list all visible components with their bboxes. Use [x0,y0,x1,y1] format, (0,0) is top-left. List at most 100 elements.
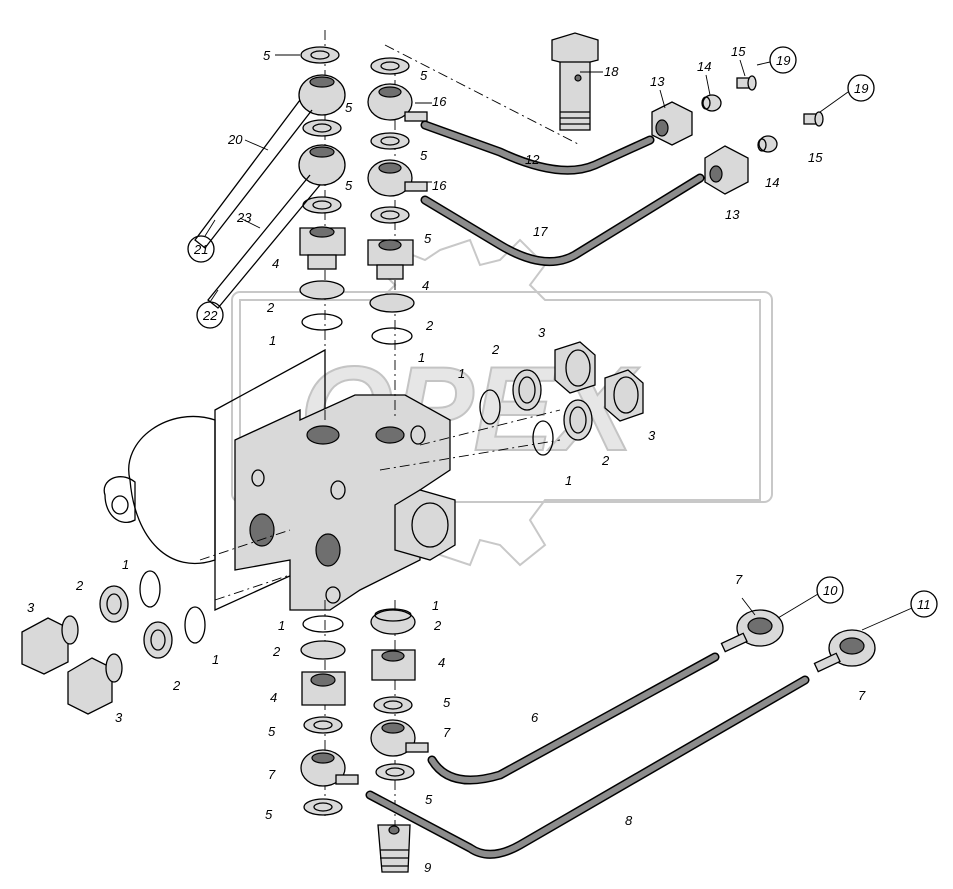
washer-2-r1 [512,369,542,411]
label-1: 1 [432,598,439,613]
label-7: 7 [268,767,276,782]
callout-21: 21 [187,235,215,263]
washer-2-rl [370,609,416,635]
banjo-fitting-mid [298,144,346,186]
label-15: 15 [808,150,823,165]
oring-1-r2 [532,420,554,456]
label-2: 2 [601,453,610,468]
washer-5d [370,57,410,75]
label-1: 1 [278,618,285,633]
label-8: 8 [625,813,633,828]
bolt-18 [551,32,599,131]
washer-2-ll [300,640,346,660]
oring-1-left-top [301,313,343,331]
label-5: 5 [268,724,276,739]
washer-5a [300,46,340,64]
label-4: 4 [438,655,445,670]
plug-3-r1 [554,341,596,394]
label-20: 20 [227,132,243,147]
nut-13-lower [704,145,749,195]
hose-6 [427,652,720,785]
label-6: 6 [531,710,539,725]
label-1: 1 [418,350,425,365]
hose-17 [420,173,705,267]
callout-19-lower: 19 [847,74,875,102]
oring-1-right-top [371,327,413,345]
hose-12 [420,120,655,175]
label-1: 1 [122,557,129,572]
label-2: 2 [425,318,434,333]
right-upper-column [367,57,428,345]
svg-text:21: 21 [193,242,208,257]
label-23: 23 [236,210,252,225]
label-13: 13 [725,207,740,222]
label-1: 1 [565,473,572,488]
label-18: 18 [604,64,619,79]
washer-5b [302,119,342,137]
washer-5f [370,206,410,224]
label-16: 16 [432,178,447,193]
oring-1-l2 [184,606,206,644]
washer-5-rl2 [375,763,415,781]
label-5: 5 [420,68,428,83]
leader-lines [204,54,913,631]
label-2: 2 [75,578,84,593]
hose-8 [365,675,810,859]
svg-text:19: 19 [854,81,868,96]
label-2: 2 [172,678,181,693]
label-4: 4 [422,278,429,293]
nut-13-upper [651,101,693,146]
right-plugs [479,341,644,456]
washer-2-l1 [99,585,129,623]
svg-text:11: 11 [917,597,931,612]
washer-2-r2 [563,399,593,441]
fitting-15-lower [803,111,824,127]
part-labels: 5 5 5 5 5 5 20 23 4 4 2 2 1 1 16 16 12 1… [27,44,866,875]
washer-5-ll2 [303,798,343,816]
label-3: 3 [115,710,123,725]
label-5: 5 [265,807,273,822]
bolt-9 [377,824,411,873]
left-plugs [21,570,206,715]
label-1: 1 [212,652,219,667]
label-3: 3 [538,325,546,340]
plug-3-l2 [67,657,113,715]
label-15: 15 [731,44,746,59]
label-5: 5 [424,231,432,246]
label-7: 7 [735,572,743,587]
label-12: 12 [525,152,540,167]
label-5: 5 [420,148,428,163]
callout-10: 10 [816,576,844,604]
tube-20 [194,99,313,249]
label-5: 5 [425,792,433,807]
label-16: 16 [432,94,447,109]
label-3: 3 [27,600,35,615]
manifold-body [103,348,456,612]
oring-1-r1 [479,389,501,425]
banjo-fitting-top [298,74,346,116]
label-17: 17 [533,224,548,239]
label-3: 3 [648,428,656,443]
label-4: 4 [270,690,277,705]
label-5: 5 [443,695,451,710]
tube-23 [207,174,321,309]
washer-2-left-top [299,280,345,300]
oring-1-rl [374,608,412,622]
label-2: 2 [491,342,500,357]
callout-22: 22 [196,301,224,329]
label-5: 5 [345,100,353,115]
banjo-7-lower-right [813,629,876,673]
label-4: 4 [272,256,279,271]
label-5: 5 [263,48,271,63]
washer-2-l2 [143,621,173,659]
washer-5e [370,132,410,150]
label-2: 2 [266,300,275,315]
label-14: 14 [697,59,711,74]
callout-19-upper: 19 [769,46,797,74]
label-1: 1 [458,366,465,381]
nipple-14-upper [701,94,722,112]
svg-text:19: 19 [776,53,790,68]
washer-5-rl1 [373,696,413,714]
label-9: 9 [424,860,431,875]
plug-3-l1 [21,617,69,675]
